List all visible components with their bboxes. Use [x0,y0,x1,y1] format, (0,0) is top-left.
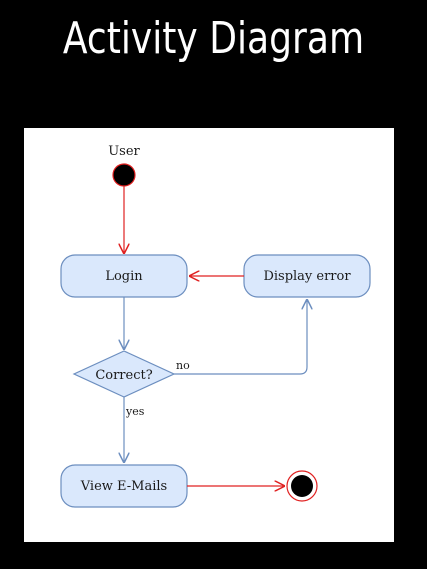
page-title: Activity Diagram [62,13,365,64]
login-label: Login [105,269,143,284]
actor-label: User [108,144,140,159]
diagram-canvas: User Login Display error Correct? no yes… [24,128,394,542]
edge-decision-to-error [174,300,307,375]
decision-label: Correct? [95,368,152,383]
view-emails-label: View E-Mails [80,479,167,494]
edge-label-no: no [176,359,190,372]
end-node-core [291,475,313,497]
display-error-label: Display error [263,269,351,284]
edge-label-yes: yes [125,405,145,418]
start-node [112,163,136,187]
activity-diagram: User Login Display error Correct? no yes… [60,144,371,508]
